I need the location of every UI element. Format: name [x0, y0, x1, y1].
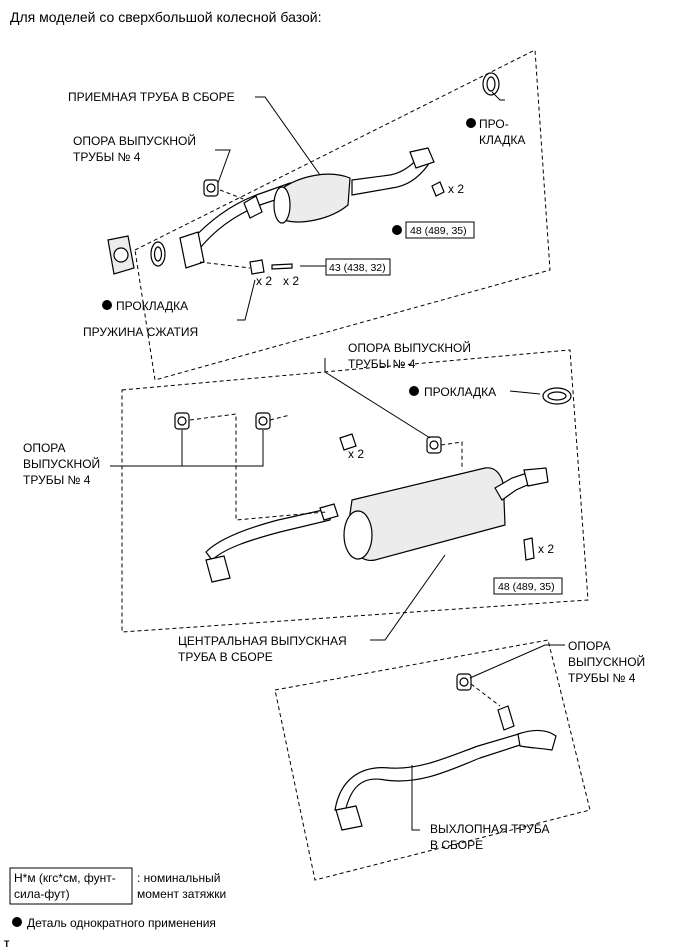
- label-support-left-1: ОПОРА: [23, 441, 66, 455]
- header-text: Для моделей со сверхбольшой колесной баз…: [10, 9, 321, 25]
- label-gasket-top-1: ПРО-: [479, 117, 509, 131]
- label-support-left-2: ВЫПУСКНОЙ: [23, 456, 100, 471]
- label-tail-pipe-1: ВЫХЛОПНАЯ ТРУБА: [430, 822, 549, 836]
- center-pipe-assembly: [205, 467, 549, 583]
- nut-top: [431, 181, 445, 197]
- label-torque-mid: 48 (489, 35): [498, 581, 555, 593]
- label-gasket-mid: ПРОКЛАДКА: [424, 385, 496, 399]
- label-x2-bolt-mid-right: x 2: [538, 542, 554, 556]
- front-pipe-section: ПРИЕМНАЯ ТРУБА В СБОРЕ ОПОРА ВЫПУСКНОЙ Т…: [68, 49, 551, 381]
- label-support-left-3: ТРУБЫ № 4: [23, 473, 91, 487]
- leader-front-pipe: [255, 96, 321, 176]
- label-tail-pipe-2: В СБОРЕ: [430, 838, 483, 852]
- manifold-flange: [107, 235, 135, 275]
- single-use-dot-torque-top: [392, 225, 402, 235]
- single-use-dot-gasket-left: [102, 300, 112, 310]
- label-gasket-left: ПРОКЛАДКА: [116, 299, 188, 313]
- label-support-bot-1: ОПОРА: [568, 639, 611, 653]
- legend-torque-box-1: Н*м (кгс*см, фунт-: [14, 871, 116, 885]
- legend-torque-box: [9, 867, 133, 905]
- leader-center-pipe: [370, 554, 446, 641]
- label-center-pipe-2: ТРУБА В СБОРЕ: [178, 650, 273, 664]
- support-rubber-bot: [456, 673, 472, 691]
- dashed-frame-mid: [121, 349, 589, 633]
- label-x2-bolt-top: x 2: [283, 274, 299, 288]
- leader-spring: [237, 279, 256, 321]
- bolt-mid: [339, 433, 357, 451]
- label-front-pipe: ПРИЕМНАЯ ТРУБА В СБОРЕ: [68, 90, 235, 104]
- label-x2-bolt-mid: x 2: [348, 447, 364, 461]
- front-pipe-assembly: [179, 147, 435, 269]
- bolt-mid-right: [523, 537, 535, 561]
- torque-box-mid: [493, 577, 563, 595]
- leader-support-bot: [469, 644, 565, 679]
- tail-pipe-assembly: [334, 705, 557, 831]
- label-x2-nut-top: x 2: [448, 182, 464, 196]
- label-gasket-top-2: КЛАДКА: [479, 133, 525, 147]
- support-rubber-mid-1: [174, 412, 190, 430]
- legend-single-use-dot: [12, 917, 22, 927]
- torque-box-top: [405, 221, 475, 239]
- label-torque-bolt-top: 43 (438, 32): [329, 262, 386, 274]
- compression-spring: [249, 259, 265, 275]
- label-support-mid-2: ТРУБЫ № 4: [348, 357, 416, 371]
- label-torque-top: 48 (489, 35): [410, 225, 467, 237]
- label-support-top-1: ОПОРА ВЫПУСКНОЙ: [73, 133, 196, 148]
- dashed-frame-top: [134, 49, 551, 381]
- leader-tail-pipe: [411, 765, 420, 831]
- label-center-pipe-1: ЦЕНТРАЛЬНАЯ ВЫПУСКНАЯ: [178, 634, 347, 648]
- legend-torque-desc-1: : номинальный: [137, 871, 220, 885]
- label-support-bot-3: ТРУБЫ № 4: [568, 671, 636, 685]
- label-support-bot-2: ВЫПУСКНОЙ: [568, 654, 645, 669]
- label-support-mid-1: ОПОРА ВЫПУСКНОЙ: [348, 340, 471, 355]
- legend: Н*м (кгс*см, фунт- сила-фут) : номинальн…: [9, 867, 226, 930]
- leader-support-mid: [324, 358, 431, 439]
- dashed-frame-bottom: [274, 639, 591, 881]
- center-pipe-section: ОПОРА ВЫПУСКНОЙ ТРУБЫ № 4 ПРОКЛАДКА ОПОР…: [23, 340, 589, 664]
- legend-torque-box-2: сила-фут): [14, 887, 70, 901]
- label-support-top-2: ТРУБЫ № 4: [73, 150, 141, 164]
- support-rubber-top: [203, 179, 219, 197]
- tail-pipe-section: ОПОРА ВЫПУСКНОЙ ТРУБЫ № 4 ВЫХЛОПНАЯ ТРУБ…: [274, 639, 645, 881]
- bolt-top: [271, 263, 293, 270]
- legend-single-use: Деталь однократного применения: [27, 916, 216, 930]
- label-spring: ПРУЖИНА СЖАТИЯ: [83, 325, 198, 339]
- label-x2-spring: x 2: [256, 274, 272, 288]
- support-rubber-mid-3: [426, 436, 442, 454]
- support-rubber-mid-2: [255, 412, 271, 430]
- leader-support-top: [215, 149, 231, 184]
- torque-box-bolt-top: [325, 258, 391, 276]
- leader-gasket-mid: [509, 390, 541, 395]
- leader-support-left: [110, 430, 183, 467]
- legend-torque-desc-2: момент затяжки: [137, 887, 226, 901]
- single-use-dot-gasket-top: [466, 118, 476, 128]
- leader-gasket-top: [491, 91, 505, 101]
- single-use-dot-gasket-mid: [409, 386, 419, 396]
- corner-mark: T: [4, 939, 10, 949]
